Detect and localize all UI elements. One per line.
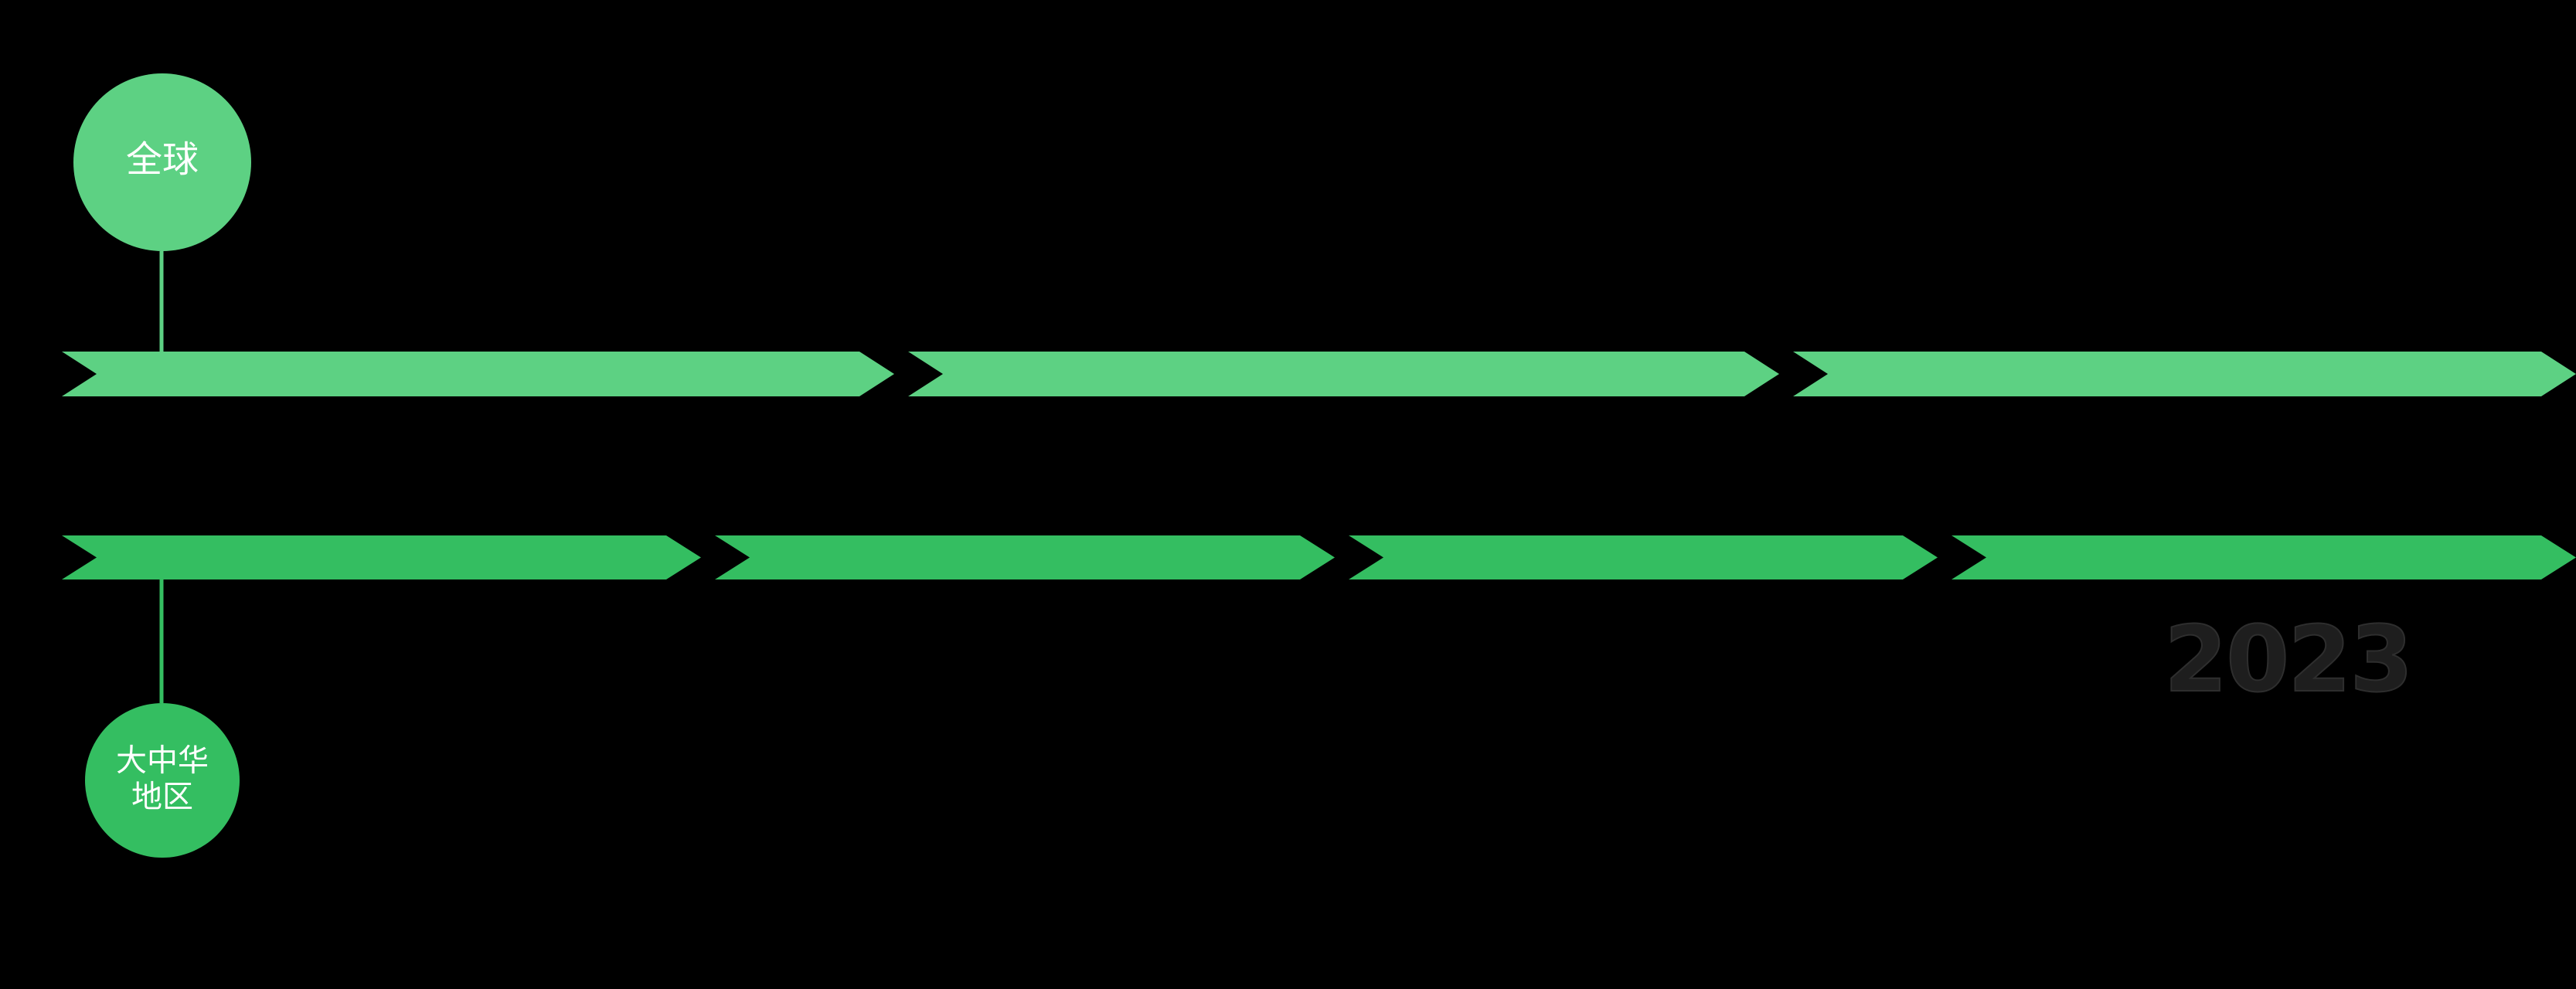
year-watermark: 2023 bbox=[2164, 606, 2411, 712]
track-segment[interactable] bbox=[908, 352, 1779, 396]
track-greater-china bbox=[62, 535, 2576, 579]
track-segment[interactable] bbox=[1793, 352, 2576, 396]
track-segment[interactable] bbox=[62, 535, 701, 579]
node-label: 大中华 bbox=[116, 743, 209, 778]
node-label: 地区 bbox=[131, 780, 193, 815]
node-connector-line bbox=[159, 579, 164, 703]
track-segment[interactable] bbox=[62, 352, 894, 396]
node-connector-line bbox=[159, 251, 164, 352]
node-label: 全球 bbox=[126, 139, 199, 182]
track-global bbox=[62, 352, 2576, 396]
track-segment[interactable] bbox=[1952, 535, 2576, 579]
node-connectors bbox=[159, 251, 164, 703]
track-segment[interactable] bbox=[715, 535, 1335, 579]
node-circle[interactable] bbox=[85, 703, 240, 858]
node-circle[interactable] bbox=[73, 73, 251, 251]
node-global[interactable]: 全球 bbox=[73, 73, 251, 251]
track-segment[interactable] bbox=[1349, 535, 1938, 579]
